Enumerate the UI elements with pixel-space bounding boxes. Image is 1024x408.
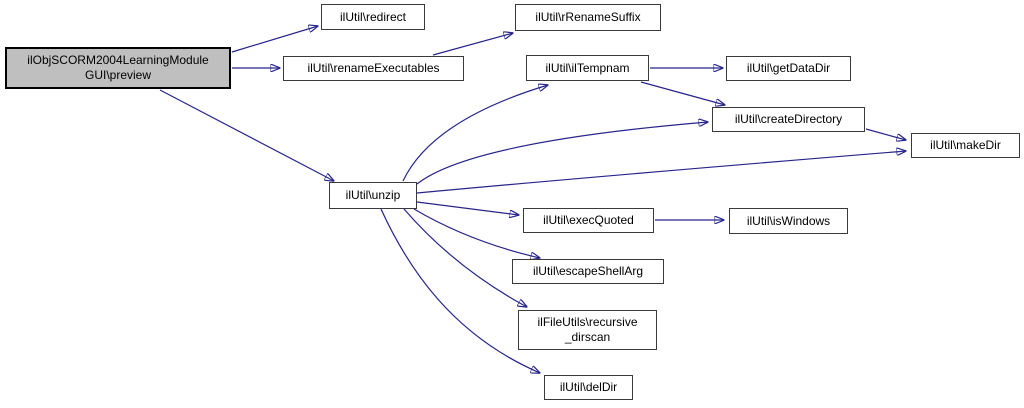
- node-is-windows[interactable]: ilUtil\isWindows: [729, 208, 848, 234]
- node-make-dir[interactable]: ilUtil\makeDir: [911, 133, 1020, 158]
- edge-rename-executables-r-rename-suffix: [432, 33, 513, 56]
- edge-preview-unzip: [159, 89, 334, 181]
- edge-unzip-create-directory: [416, 122, 708, 185]
- node-get-data-dir[interactable]: ilUtil\getDataDir: [726, 56, 851, 81]
- edge-il-tempnam-create-directory: [640, 81, 725, 105]
- node-escape-shell-arg[interactable]: ilUtil\escapeShellArg: [512, 259, 664, 284]
- edge-unzip-recursive-dirscan: [403, 208, 527, 307]
- node-rename-executables[interactable]: ilUtil\renameExecutables: [283, 56, 464, 81]
- edge-unzip-escape-shell-arg: [413, 208, 540, 258]
- edge-create-directory-make-dir: [865, 128, 906, 140]
- node-recursive-dirscan[interactable]: ilFileUtils\recursive _dirscan: [518, 310, 657, 350]
- edge-unzip-exec-quoted: [416, 201, 519, 215]
- node-exec-quoted[interactable]: ilUtil\execQuoted: [523, 208, 654, 233]
- node-redirect[interactable]: ilUtil\redirect: [321, 4, 425, 30]
- node-unzip[interactable]: ilUtil\unzip: [329, 182, 417, 209]
- node-del-dir[interactable]: ilUtil\delDir: [544, 375, 633, 400]
- edge-unzip-il-tempnam: [402, 85, 548, 182]
- edge-unzip-del-dir: [380, 208, 540, 373]
- node-create-directory[interactable]: ilUtil\createDirectory: [712, 107, 865, 132]
- edge-preview-redirect: [231, 26, 318, 53]
- node-r-rename-suffix[interactable]: ilUtil\rRenameSuffix: [515, 4, 661, 31]
- node-preview[interactable]: ilObjSCORM2004LearningModule GUI\preview: [5, 47, 231, 89]
- edge-unzip-make-dir: [416, 151, 906, 194]
- node-il-tempnam[interactable]: ilUtil\ilTempnam: [526, 55, 649, 81]
